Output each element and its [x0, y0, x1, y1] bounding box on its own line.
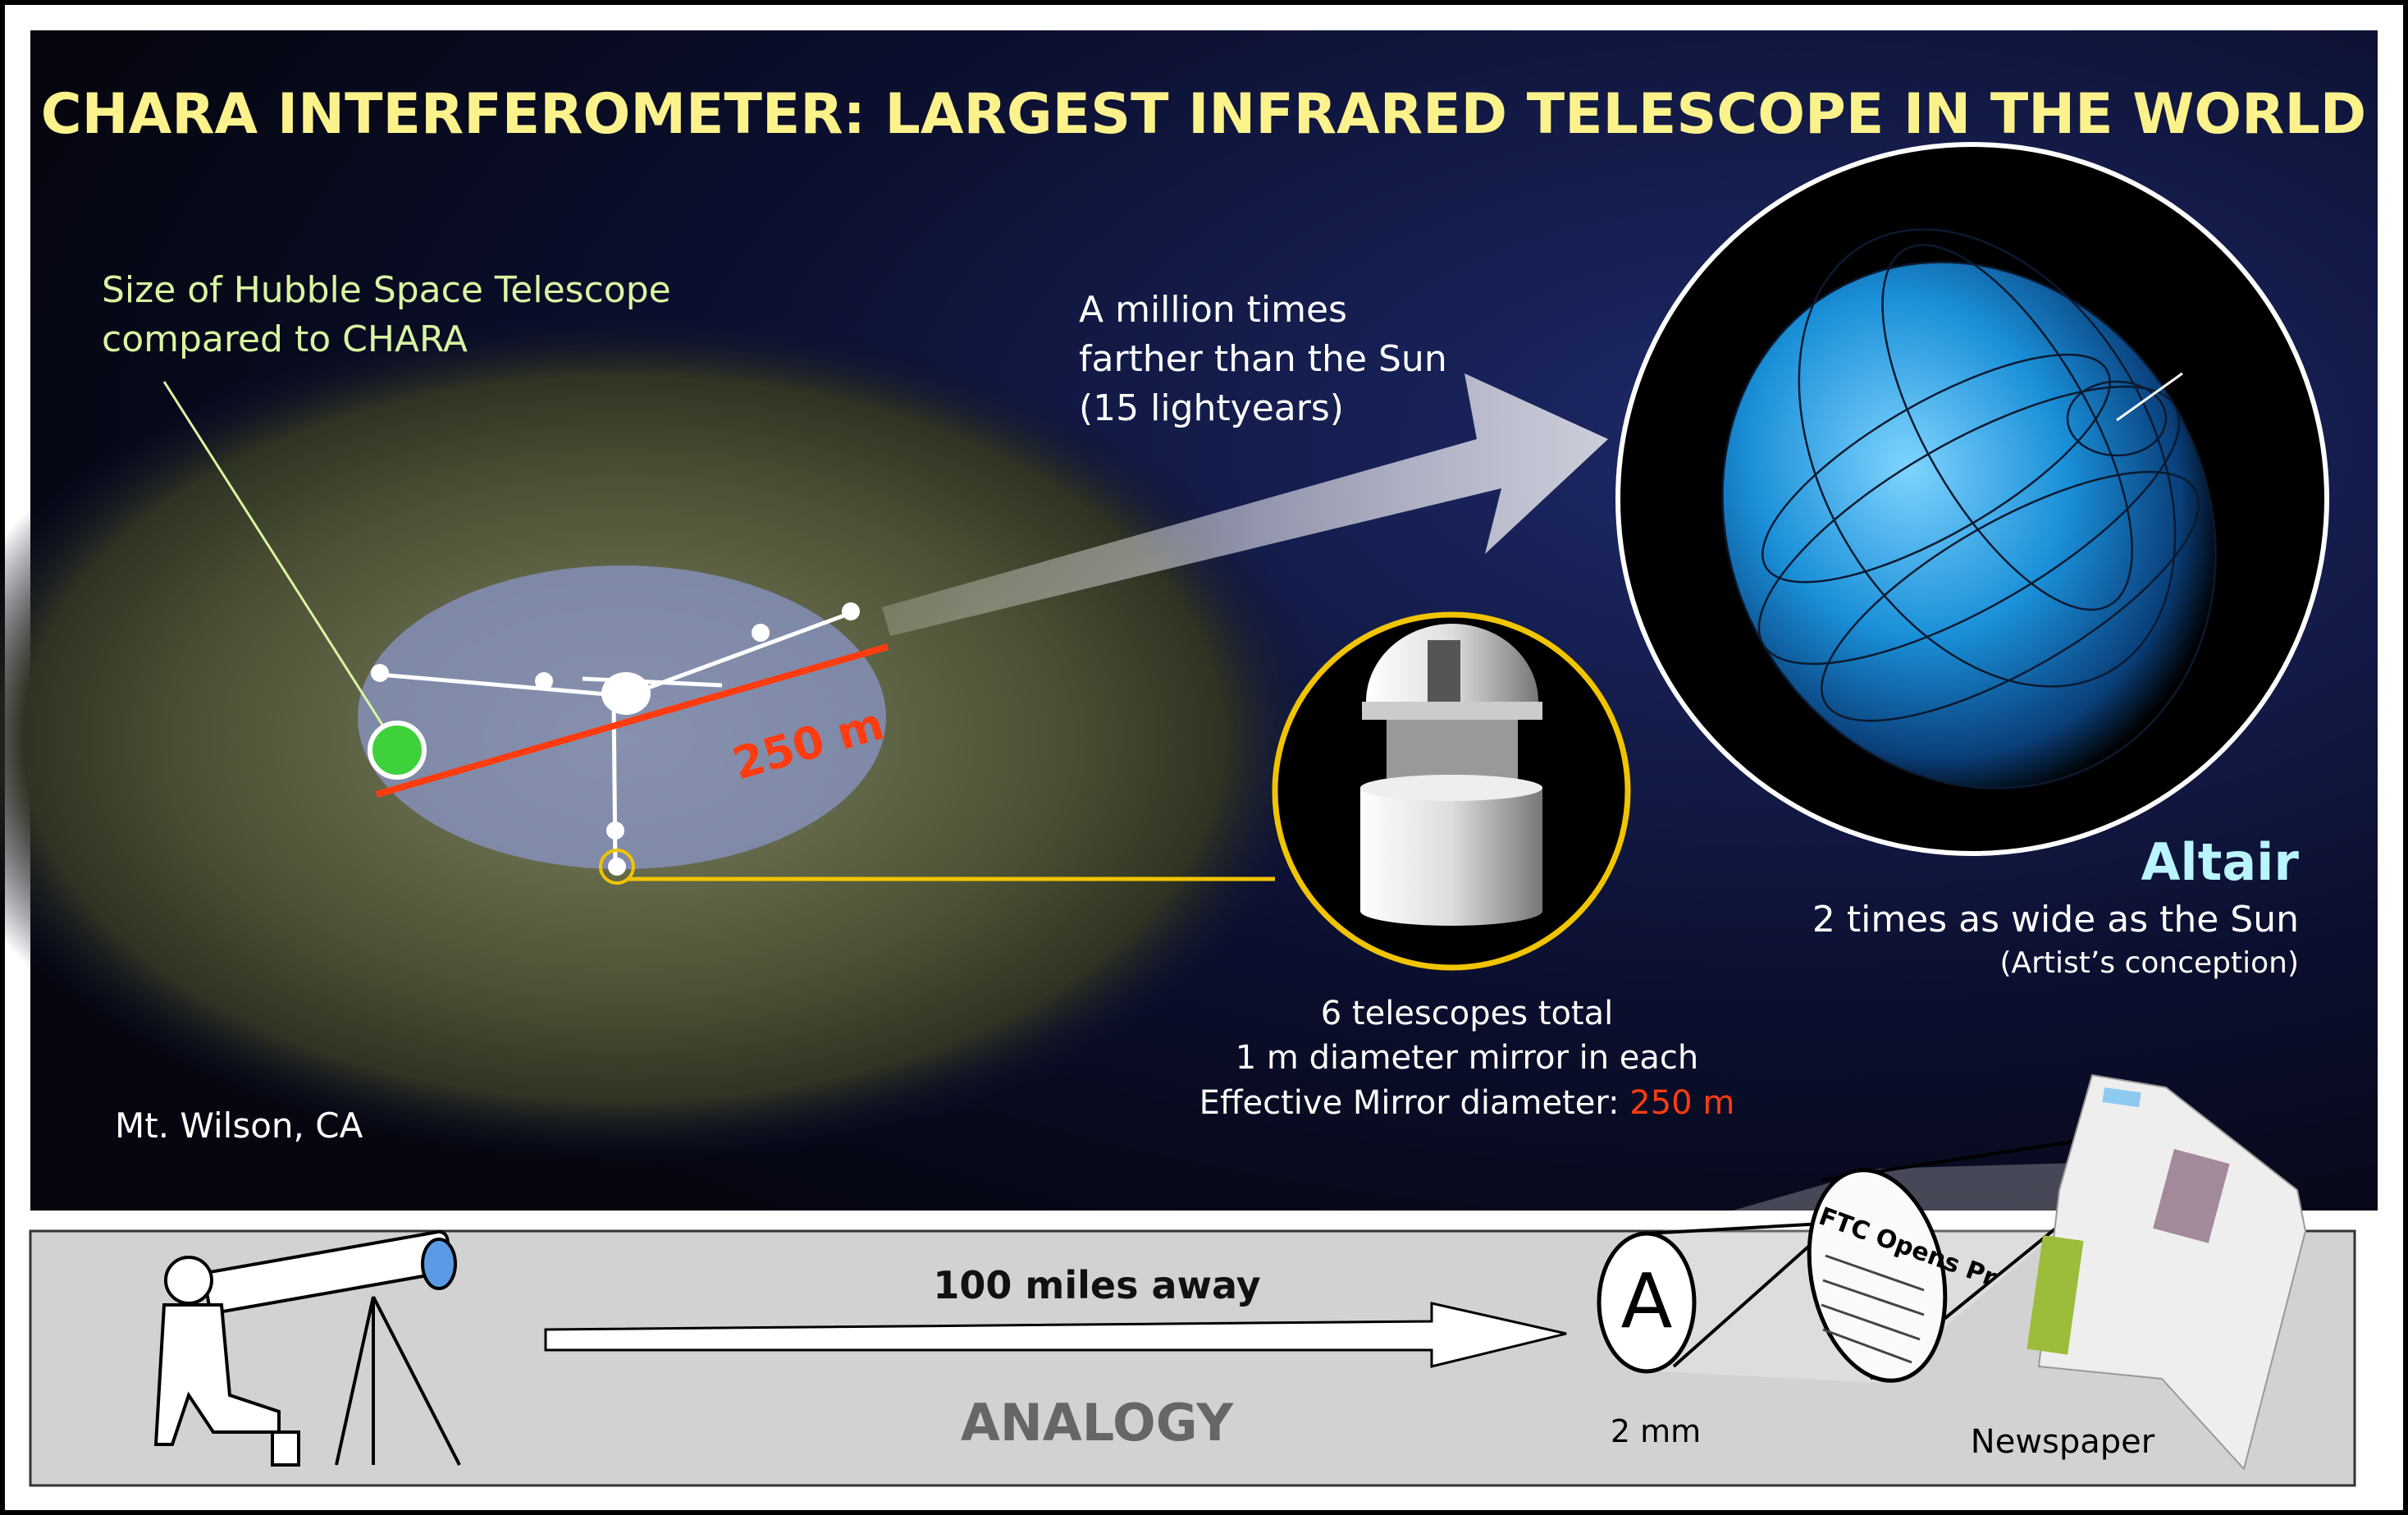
- zoom-source-circle: [599, 849, 635, 885]
- altair-globe-icon: [1721, 228, 2217, 790]
- newspaper-label: Newspaper: [1971, 1423, 2155, 1461]
- newspaper-icon: [2026, 1073, 2307, 1472]
- array-footprint: [358, 565, 886, 869]
- telescope-info-line1: 6 telescopes total: [1321, 995, 1614, 1032]
- star-name: Altair: [2141, 832, 2299, 892]
- newspaper-text-lines: [1821, 1254, 1925, 1364]
- letter-size: 2 mm: [1611, 1413, 1701, 1449]
- hubble-note-line2: compared to CHARA: [102, 318, 468, 360]
- analogy-arrow: [544, 1302, 1567, 1368]
- title: CHARA INTERFEROMETER: LARGEST INFRARED T…: [41, 82, 2366, 147]
- headline-closeup: [1807, 1168, 1948, 1383]
- distance-arrow: [882, 373, 1608, 636]
- telescope-dome-icon: [1360, 624, 1542, 926]
- telescope-info-line2: 1 m diameter mirror in each: [1236, 1039, 1699, 1077]
- letter-a: A: [1621, 1257, 1673, 1345]
- analogy-distance: 100 miles away: [933, 1263, 1260, 1307]
- telescope-domes: [371, 602, 860, 876]
- distance-note-line1: A million times: [1079, 289, 1347, 331]
- distance-note-line2: farther than the Sun: [1079, 338, 1447, 380]
- effective-diameter-value: 250 m: [1629, 1084, 1734, 1122]
- letter-closeup: [1597, 1231, 1697, 1374]
- person-with-telescope-icon: [153, 1229, 461, 1467]
- hubble-pointer-line: [162, 381, 395, 744]
- location-label: Mt. Wilson, CA: [115, 1105, 363, 1146]
- star-caption: (Artist’s conception): [1999, 946, 2299, 980]
- baseline-line: [375, 643, 889, 798]
- hubble-marker-icon: [368, 721, 427, 780]
- distance-note-line3: (15 lightyears): [1079, 387, 1344, 429]
- analogy-label: ANALOGY: [961, 1393, 1234, 1453]
- star-size-note: 2 times as wide as the Sun: [1812, 899, 2299, 941]
- hubble-note-line1: Size of Hubble Space Telescope: [102, 269, 671, 311]
- telescope-info-line3: Effective Mirror diameter: 250 m: [1199, 1084, 1735, 1122]
- effective-diameter-label: Effective Mirror diameter:: [1199, 1084, 1630, 1122]
